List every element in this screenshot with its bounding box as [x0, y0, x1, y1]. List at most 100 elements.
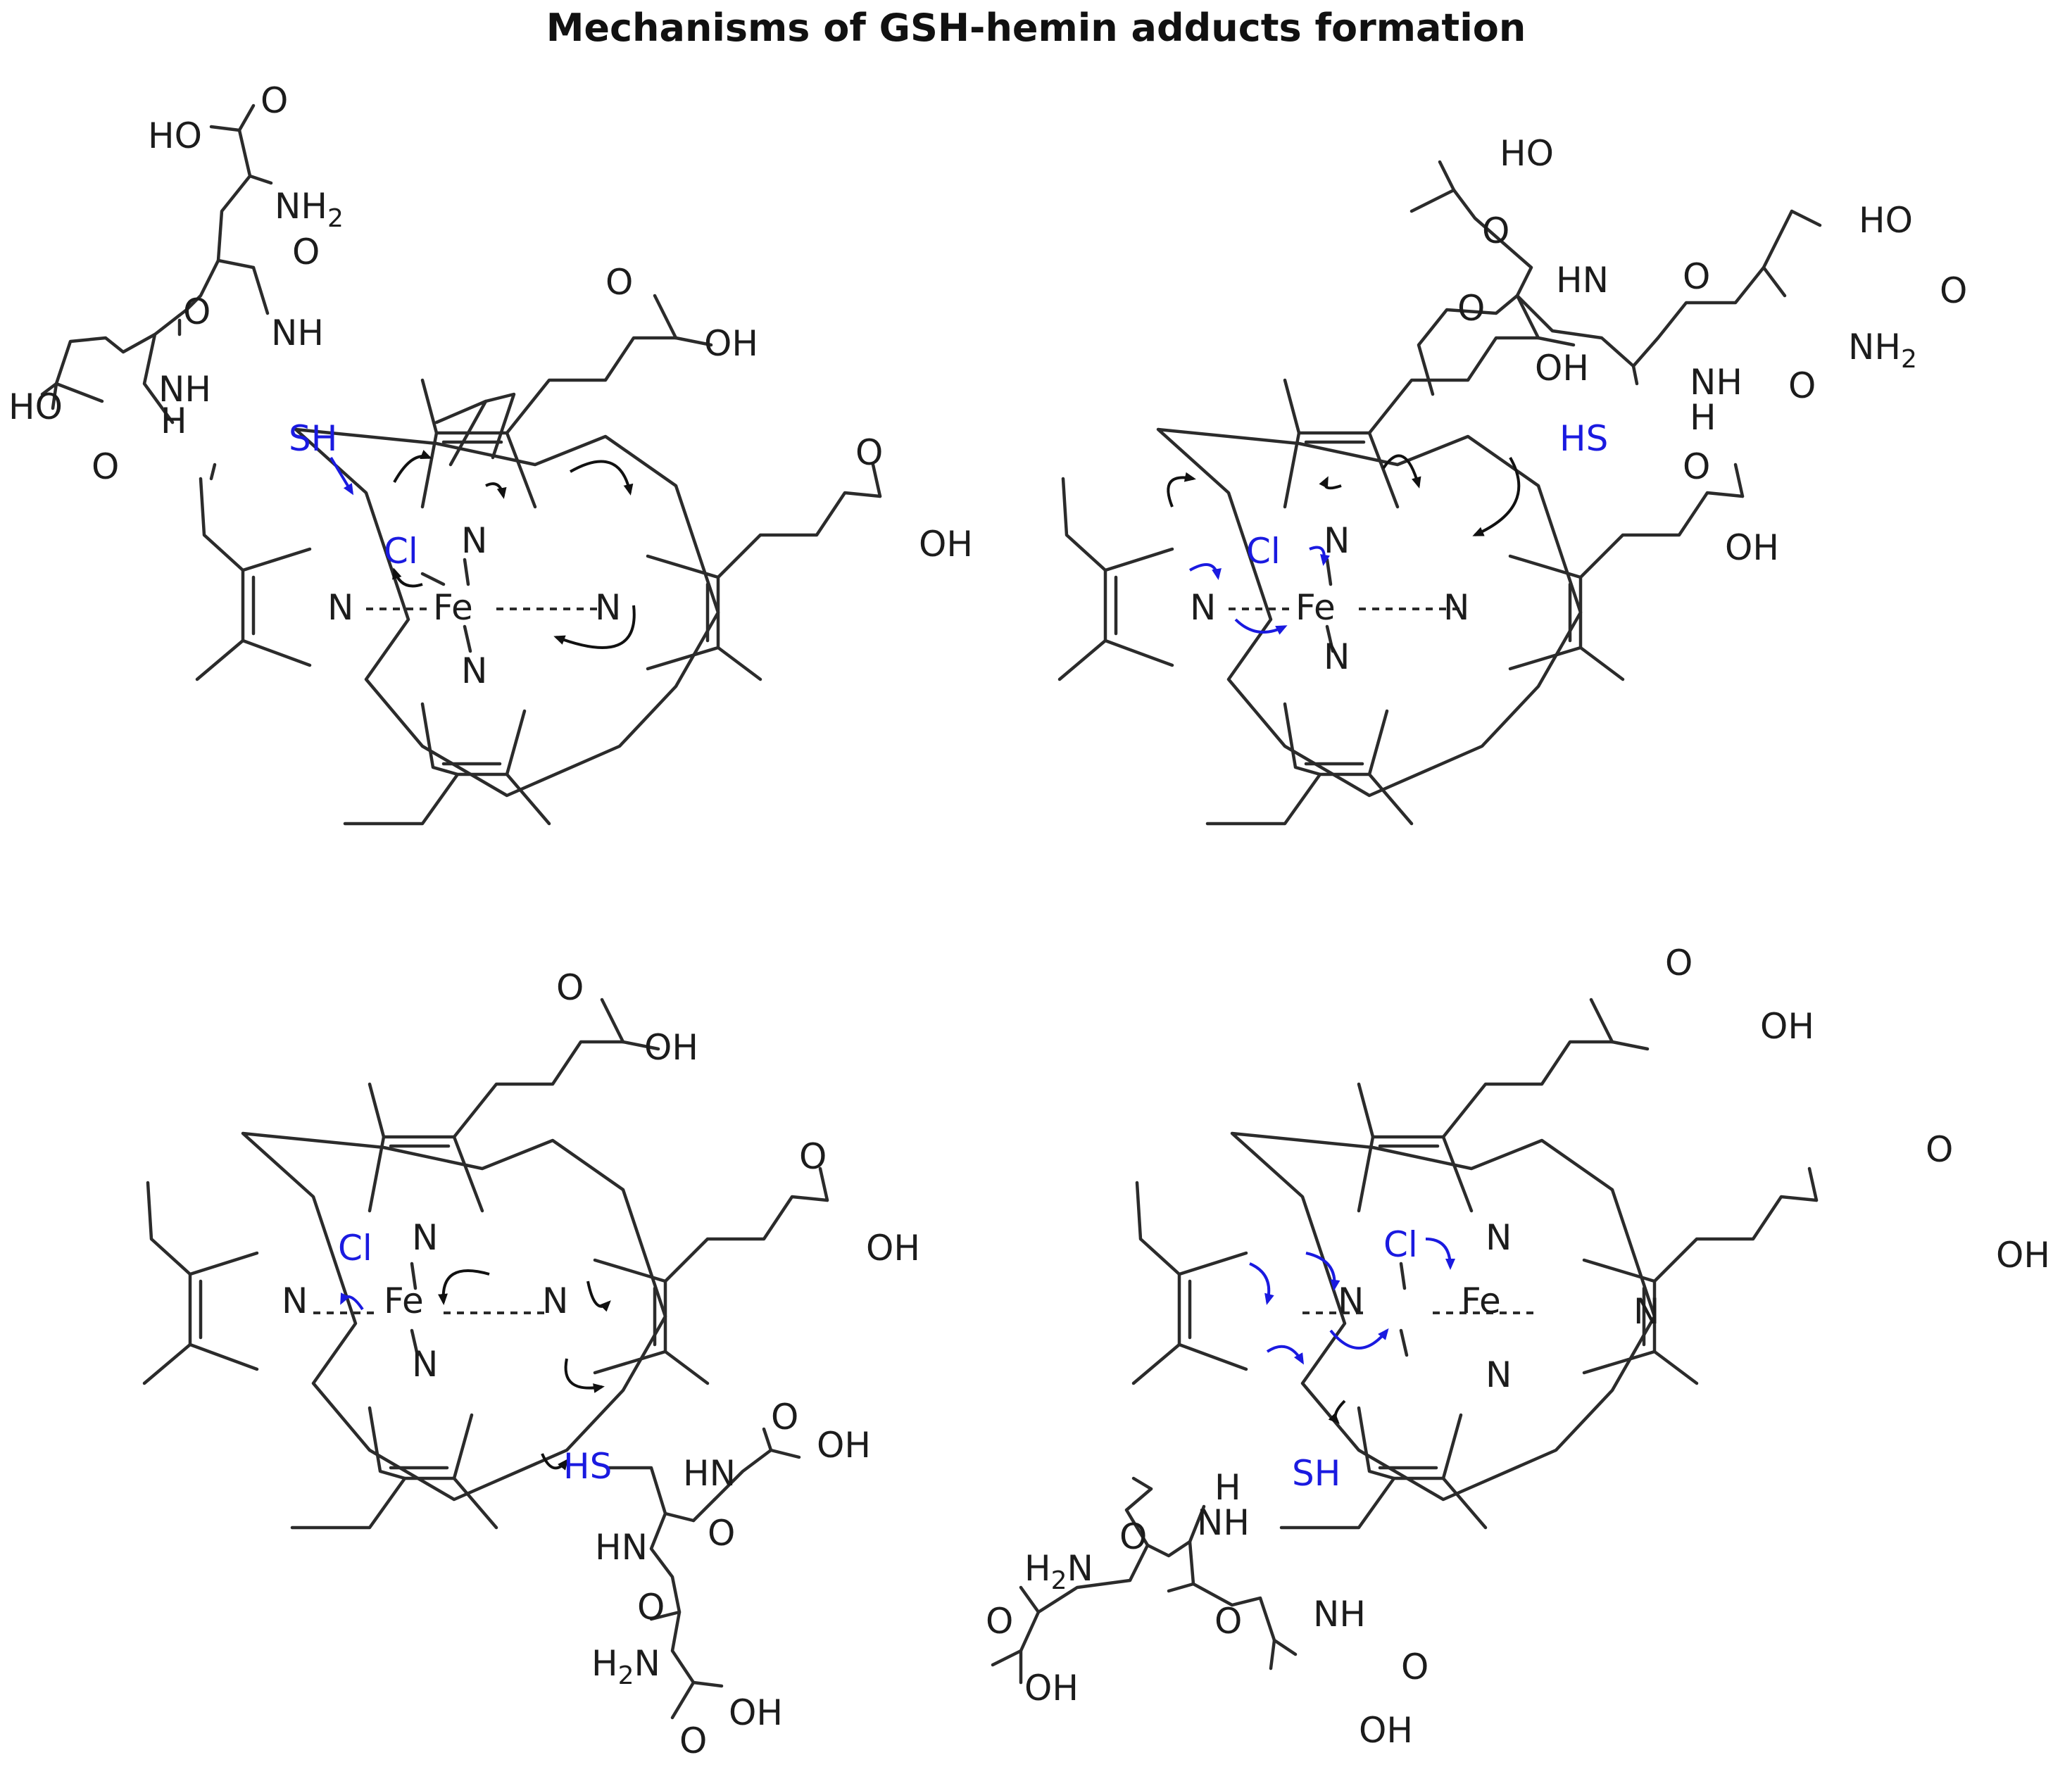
atom-label: HN	[1556, 260, 1609, 301]
atom-label: H	[161, 401, 187, 441]
atom-label: N	[461, 520, 487, 561]
panel-top-right	[1057, 160, 1822, 826]
panel-bottom-right	[991, 998, 1819, 1685]
atom-label: O	[92, 446, 119, 487]
atom-label: O	[292, 232, 320, 272]
atom-label: OH	[817, 1425, 871, 1466]
electron-arrows	[1249, 1238, 1455, 1424]
atom-label: N	[1324, 520, 1350, 561]
porphyrin-ring	[1057, 294, 1745, 826]
atom-label: N	[1338, 1281, 1364, 1321]
atom-labels: N N Fe N N Cl SH O OH O OH HO O NH2 O NH…	[8, 80, 2050, 1761]
atom-label: O	[986, 1601, 1013, 1642]
atom-label: N	[327, 587, 353, 628]
atom-label: H	[1690, 397, 1716, 438]
atom-label: OH	[1725, 527, 1779, 568]
atom-label: O	[1683, 256, 1710, 297]
atom-label: HN	[595, 1527, 648, 1568]
panel-bottom-left	[142, 998, 829, 1720]
glutathione-molecule	[1409, 160, 1822, 396]
atom-label: N	[1190, 587, 1216, 628]
atom-label: O	[260, 80, 288, 121]
atom-label: O	[556, 967, 584, 1008]
figure-title: Mechanisms of GSH-hemin adducts formatio…	[546, 6, 1526, 50]
atom-label: H	[1214, 1467, 1241, 1508]
glutathione-molecule	[991, 1476, 1298, 1685]
atom-label: NH	[1690, 362, 1743, 403]
atom-label: OH	[644, 1027, 698, 1068]
atom-label: OH	[1996, 1235, 2050, 1276]
atom-label: O	[605, 262, 633, 303]
atom-label: O	[855, 432, 883, 473]
atom-label: O	[1940, 270, 1967, 311]
atom-label: H2N	[591, 1643, 660, 1690]
glutathione-molecule	[607, 1427, 801, 1720]
atom-label: Cl	[1246, 531, 1281, 572]
atom-label: Cl	[338, 1228, 372, 1269]
atom-label: N	[1486, 1354, 1512, 1395]
atom-label: Cl	[1383, 1224, 1418, 1265]
atom-label: O	[708, 1513, 735, 1554]
atom-label: OH	[1024, 1668, 1079, 1709]
atom-label: NH2	[1848, 327, 1917, 374]
atom-label: NH	[1313, 1594, 1366, 1635]
atom-label: NH	[1197, 1502, 1250, 1543]
panel-top-left	[40, 103, 882, 826]
porphyrin-ring	[142, 998, 829, 1530]
atom-label: OH	[1760, 1006, 1814, 1047]
atom-label: Fe	[384, 1281, 424, 1321]
atom-label: SH	[1292, 1453, 1340, 1494]
atom-label: N	[1443, 587, 1469, 628]
atom-label: O	[1457, 288, 1485, 329]
atom-label: NH	[271, 313, 324, 353]
atom-label: Fe	[1295, 587, 1336, 628]
atom-label: N	[1486, 1217, 1512, 1258]
electron-arrows	[329, 450, 636, 649]
atom-label: N	[282, 1281, 308, 1321]
atom-label: O	[1788, 365, 1816, 406]
atom-label: Cl	[384, 531, 418, 572]
atom-label: O	[799, 1136, 827, 1177]
porphyrin-ring	[195, 294, 882, 826]
atom-label: NH	[158, 369, 211, 410]
atom-label: O	[1214, 1601, 1242, 1642]
atom-label: O	[637, 1587, 665, 1628]
atom-label: OH	[1359, 1710, 1413, 1751]
atom-label: HS	[563, 1446, 612, 1487]
atom-label: OH	[704, 323, 758, 364]
atom-label: HS	[1559, 418, 1608, 459]
atom-label: HN	[683, 1453, 736, 1494]
atom-label: O	[1665, 943, 1693, 983]
atom-label: O	[1926, 1129, 1953, 1170]
atom-label: O	[1401, 1647, 1429, 1687]
atom-label: OH	[919, 524, 973, 565]
atom-label: Fe	[1461, 1281, 1501, 1321]
atom-label: OH	[1535, 348, 1589, 389]
atom-label: O	[1482, 210, 1509, 251]
atom-label: O	[183, 291, 211, 332]
electron-arrows	[1167, 454, 1521, 635]
porphyrin-ring	[1131, 998, 1819, 1530]
atom-label: HO	[8, 386, 63, 427]
atom-label: SH	[289, 418, 337, 459]
atom-label: OH	[729, 1692, 783, 1733]
glutathione-molecule	[40, 103, 273, 424]
atom-label: N	[1633, 1291, 1659, 1332]
atom-label: O	[1683, 446, 1710, 487]
atom-label: O	[771, 1397, 798, 1438]
atom-label: N	[595, 587, 621, 628]
atom-label: HO	[1859, 200, 1913, 241]
atom-label: O	[1119, 1516, 1147, 1557]
atom-label: N	[412, 1217, 438, 1258]
atom-label: NH2	[275, 186, 344, 233]
atom-label: N	[461, 650, 487, 691]
atom-label: Fe	[433, 587, 473, 628]
atom-label: OH	[866, 1228, 920, 1269]
atom-label: O	[679, 1720, 707, 1761]
atom-label: H2N	[1024, 1548, 1093, 1595]
atom-label: N	[542, 1281, 568, 1321]
atom-label: HO	[1500, 133, 1554, 174]
atom-label: HO	[148, 115, 202, 156]
electron-arrows	[340, 1269, 611, 1471]
